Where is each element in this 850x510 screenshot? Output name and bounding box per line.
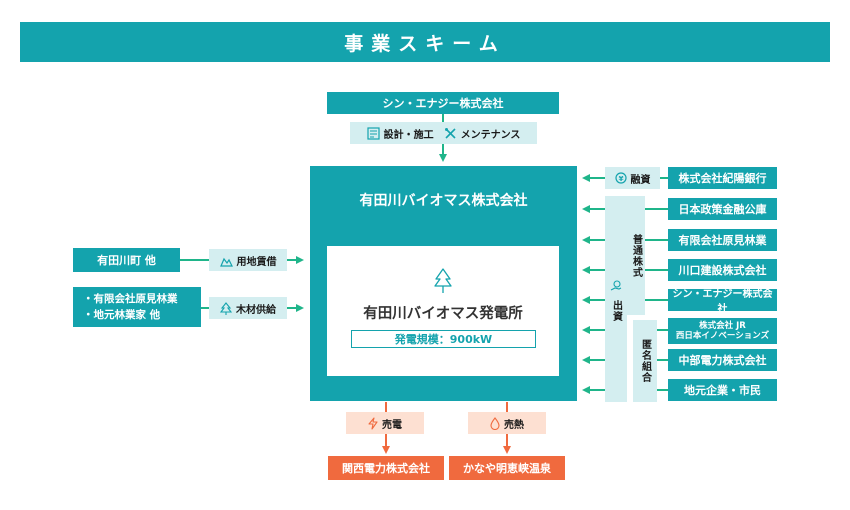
design-maintenance-label: 設計・施工 メンテナンス (350, 122, 537, 144)
loan-label-text: 融資 (630, 174, 651, 186)
hand-coin-icon (610, 277, 622, 296)
power-sale-label: 売電 (346, 412, 424, 434)
main-company-box: 有田川バイオマス株式会社 有田川バイオマス発電所 発電規模：900kW (310, 166, 577, 401)
power-sale-text: 売電 (382, 419, 402, 431)
tree-icon (220, 301, 232, 315)
coin-icon: ¥ (614, 172, 627, 184)
droplet-icon (490, 416, 500, 430)
investor-box: 日本政策金融公庫 (668, 198, 777, 220)
heat-sale-text: 売熱 (504, 419, 524, 431)
power-buyer-box: 関西電力株式会社 (328, 456, 444, 480)
common-stock-label: 普通株式 (630, 233, 642, 278)
land-owner-box: 有田川町 他 (73, 248, 180, 272)
investment-label-text: 出資 (610, 299, 622, 322)
anonymous-partnership-column: 匿名組合 (633, 320, 657, 402)
top-company-box: シン・エナジー株式会社 (327, 92, 559, 114)
plant-scale: 発電規模：900kW (351, 330, 536, 348)
land-icon (219, 254, 233, 267)
heat-buyer-box: かなや明恵峡温泉 (449, 456, 565, 480)
investor-box: 有限会社原見林業 (668, 229, 777, 251)
page-title: 事業スキーム (20, 22, 830, 62)
land-lease-label: 用地賃借 (209, 249, 287, 271)
anonymous-partnership-label: 匿名組合 (639, 339, 651, 383)
investor-box: シン・エナジー株式会社 (668, 289, 777, 315)
plant-name: 有田川バイオマス発電所 (363, 306, 523, 322)
maintenance-label: メンテナンス (460, 129, 521, 141)
blueprint-icon (366, 126, 380, 140)
loan-label: ¥ 融資 (605, 167, 660, 189)
heat-sale-label: 売熱 (468, 412, 546, 434)
timber-supply-label: 木材供給 (209, 297, 287, 319)
tree-icon (433, 268, 453, 298)
investment-label: 出資 (609, 277, 624, 322)
common-stock-column: 普通株式 (627, 196, 645, 315)
main-company-name: 有田川バイオマス株式会社 (359, 193, 528, 209)
investor-box: 株式会社 JR 西日本イノベーションズ (668, 318, 777, 344)
design-label: 設計・施工 (383, 129, 434, 141)
investment-column: 出資 (605, 196, 627, 402)
power-plant-box: 有田川バイオマス発電所 発電規模：900kW (327, 246, 559, 376)
svg-text:¥: ¥ (618, 175, 623, 183)
timber-supplier-item: ・地元林業家 他 (83, 309, 161, 321)
investor-box: 中部電力株式会社 (668, 349, 777, 371)
timber-supplier-item: ・有限会社原見林業 (83, 293, 178, 305)
timber-label-text: 木材供給 (236, 304, 276, 316)
lightning-icon (368, 416, 378, 430)
investor-box: 川口建設株式会社 (668, 259, 777, 281)
bank-box: 株式会社紀陽銀行 (668, 167, 777, 189)
land-label-text: 用地賃借 (236, 256, 277, 268)
timber-suppliers-box: ・有限会社原見林業 ・地元林業家 他 (73, 287, 201, 327)
investor-box: 地元企業・市民 (668, 379, 777, 401)
tools-icon (444, 127, 457, 140)
